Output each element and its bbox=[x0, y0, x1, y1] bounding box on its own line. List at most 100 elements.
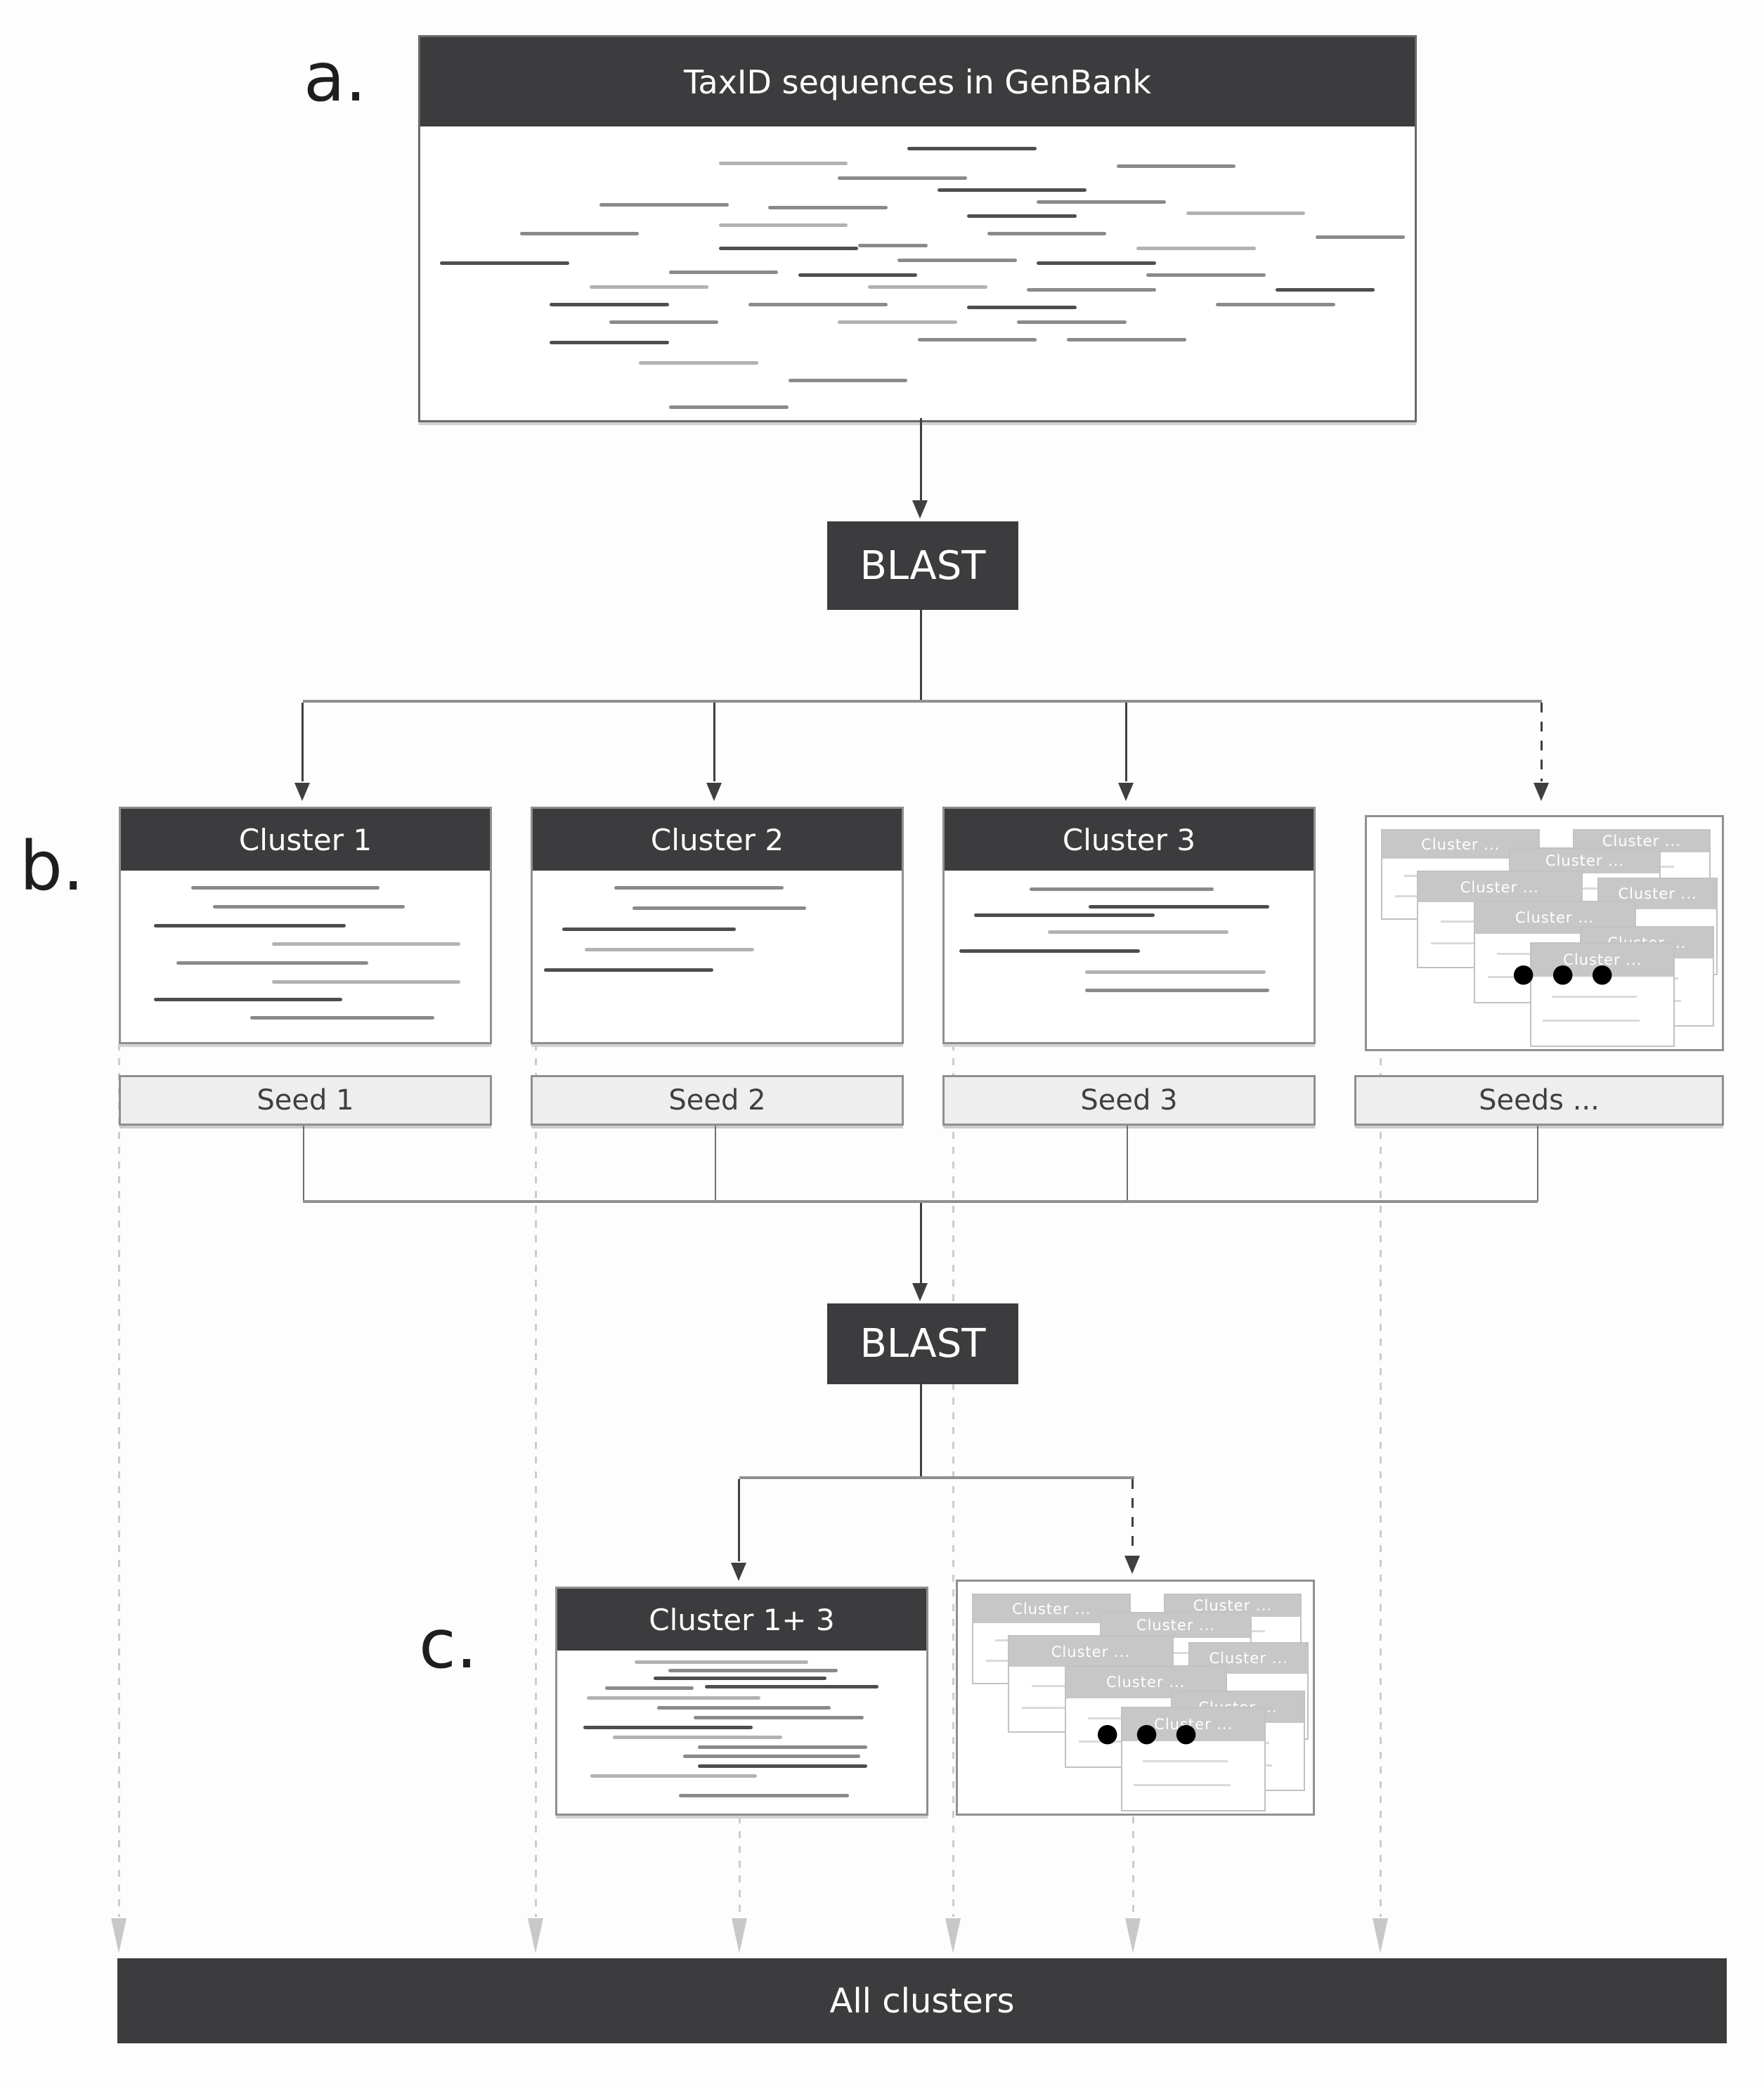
sequence-line bbox=[584, 947, 754, 951]
drop-to-cluster2 bbox=[713, 703, 715, 781]
connector-genbank-to-blast bbox=[920, 418, 922, 500]
sequence-line bbox=[583, 1725, 753, 1729]
sequence-line bbox=[1029, 887, 1214, 892]
sequence-line bbox=[272, 980, 460, 984]
sequence-line bbox=[748, 302, 888, 306]
sequence-line bbox=[788, 379, 908, 383]
cluster1-header: Cluster 1 bbox=[121, 809, 490, 871]
sequence-line bbox=[1027, 287, 1157, 292]
dashed-drop-to-stack-b bbox=[1541, 703, 1543, 781]
connector-bus-to-blast2 bbox=[920, 1203, 922, 1283]
sequence-line bbox=[718, 247, 858, 251]
more-clusters-ellipsis: ● ● ● bbox=[1096, 1719, 1202, 1748]
cluster3-header: Cluster 3 bbox=[945, 809, 1314, 871]
genbank-sequence-area bbox=[420, 126, 1415, 420]
light-arrowhead-icon bbox=[1373, 1918, 1388, 1953]
sequence-line bbox=[967, 214, 1077, 219]
blast1-box: BLAST bbox=[827, 521, 1018, 610]
cluster2-box: Cluster 2 bbox=[531, 807, 904, 1044]
sequence-line bbox=[718, 223, 848, 227]
merged-cluster-box: Cluster 1+ 3 bbox=[555, 1587, 928, 1816]
sequence-line bbox=[967, 305, 1077, 309]
sequence-line bbox=[679, 1794, 849, 1798]
light-arrowhead-icon bbox=[732, 1918, 747, 1953]
seed2-label: Seed 2 bbox=[668, 1084, 766, 1117]
section-label-c: c. bbox=[419, 1605, 478, 1684]
sequence-line bbox=[867, 285, 987, 289]
cluster-stack-b: Cluster ...Cluster ...Cluster ...Cluster… bbox=[1365, 815, 1724, 1051]
arrowhead-into-merged-cluster bbox=[731, 1563, 746, 1581]
sequence-line bbox=[653, 1677, 827, 1681]
seed2-box: Seed 2 bbox=[531, 1075, 904, 1126]
sequence-line bbox=[154, 923, 346, 928]
sequence-line bbox=[1084, 970, 1266, 974]
seed-bus-line bbox=[303, 1200, 1538, 1203]
sequence-line bbox=[272, 942, 460, 946]
sequence-line bbox=[697, 1764, 867, 1769]
mini-cluster-card-body bbox=[1531, 977, 1673, 1046]
cluster-stack-c: Cluster ...Cluster ...Cluster ...Cluster… bbox=[956, 1580, 1315, 1816]
dashed-drop-to-stack-c bbox=[1131, 1479, 1134, 1554]
mini-sequence-line bbox=[1142, 1760, 1228, 1763]
mini-cluster-card-header: Cluster ... bbox=[1009, 1636, 1172, 1667]
stub-seed3 bbox=[1127, 1126, 1128, 1202]
all-clusters-bar: All clusters bbox=[117, 1958, 1727, 2043]
connector-blast2-down bbox=[920, 1384, 922, 1478]
light-arrowhead-icon bbox=[945, 1918, 961, 1953]
sequence-line bbox=[1017, 320, 1127, 324]
dotted-line-seed3 bbox=[952, 1043, 954, 1917]
cluster3-sequence-area bbox=[945, 871, 1314, 1042]
cluster1-box: Cluster 1 bbox=[119, 807, 492, 1044]
sequence-line bbox=[1084, 989, 1269, 993]
sequence-line bbox=[697, 1745, 867, 1749]
sequence-line bbox=[176, 961, 368, 965]
merged-cluster-title: Cluster 1+ 3 bbox=[649, 1602, 835, 1637]
dotted-line-stack-c bbox=[1132, 1816, 1134, 1917]
dotted-line-merged-cluster bbox=[739, 1816, 741, 1917]
sequence-line bbox=[1315, 235, 1405, 239]
sequence-line bbox=[549, 341, 669, 345]
light-arrowhead-icon bbox=[528, 1918, 543, 1953]
sequence-line bbox=[213, 904, 406, 909]
mini-cluster-card-header: Cluster ... bbox=[1382, 830, 1539, 859]
sequence-line bbox=[694, 1715, 864, 1719]
sequence-line bbox=[590, 1774, 757, 1778]
split-line-blast1 bbox=[303, 700, 1542, 703]
stub-seed1 bbox=[303, 1126, 304, 1202]
drop-to-merged-cluster bbox=[738, 1479, 740, 1561]
mini-cluster-card-header: Cluster ... bbox=[1531, 944, 1674, 977]
mini-cluster-card-header: Cluster ... bbox=[1474, 902, 1635, 935]
sequence-line bbox=[705, 1684, 878, 1688]
sequence-line bbox=[614, 885, 784, 890]
sequence-line bbox=[668, 1668, 838, 1672]
sequence-line bbox=[838, 176, 968, 181]
section-label-b: b. bbox=[20, 827, 84, 906]
sequence-line bbox=[632, 906, 806, 911]
seeds-more-box: Seeds ... bbox=[1354, 1075, 1724, 1126]
genbank-box-title: TaxID sequences in GenBank bbox=[684, 63, 1151, 101]
sequence-line bbox=[857, 244, 928, 248]
sequence-line bbox=[154, 997, 342, 1001]
sequence-line bbox=[1216, 302, 1335, 306]
mini-sequence-line bbox=[1551, 996, 1637, 998]
cluster2-header: Cluster 2 bbox=[533, 809, 902, 871]
mini-cluster-card-header: Cluster ... bbox=[1122, 1708, 1265, 1741]
connector-blast1-down bbox=[920, 610, 922, 701]
mini-cluster-card-header: Cluster ... bbox=[1418, 871, 1581, 903]
seed3-box: Seed 3 bbox=[942, 1075, 1316, 1126]
cluster2-title: Cluster 2 bbox=[650, 822, 784, 857]
drop-to-cluster3 bbox=[1125, 703, 1127, 781]
sequence-line bbox=[987, 232, 1107, 236]
sequence-line bbox=[605, 1686, 694, 1691]
arrowhead-into-cluster2 bbox=[706, 783, 722, 801]
sequence-line bbox=[562, 927, 736, 931]
arrowhead-into-blast2 bbox=[912, 1283, 928, 1301]
mini-sequence-line bbox=[1543, 1019, 1640, 1022]
sequence-line bbox=[519, 232, 640, 236]
sequence-line bbox=[897, 259, 1017, 263]
sequence-line bbox=[1186, 211, 1306, 216]
sequence-line bbox=[917, 337, 1037, 341]
mini-cluster-card-header: Cluster ... bbox=[1510, 848, 1660, 873]
seeds-more-label: Seeds ... bbox=[1479, 1084, 1600, 1117]
arrowhead-into-cluster1 bbox=[294, 783, 310, 801]
